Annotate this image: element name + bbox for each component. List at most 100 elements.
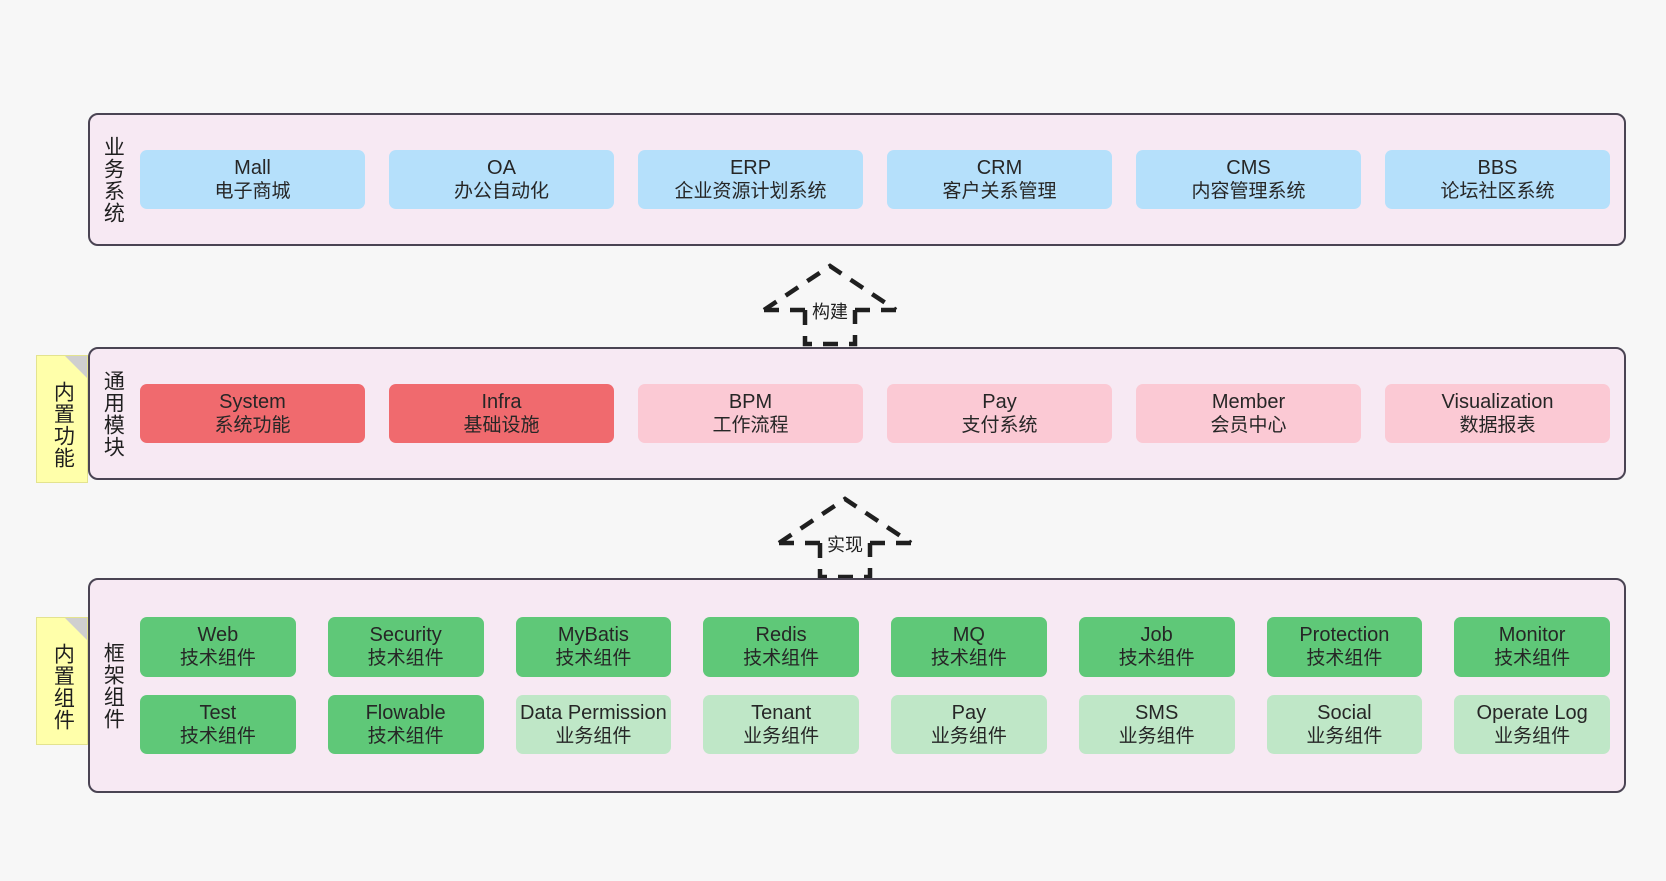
layer-title-business-systems: 业务系统 — [101, 135, 125, 224]
layer-common-modules: 通用模块 System 系统功能 Infra 基础设施 BPM 工作流程 Pay… — [88, 347, 1626, 480]
node-subtitle: 支付系统 — [961, 415, 1038, 437]
node-title: Data Permission — [520, 701, 667, 724]
node-subtitle: 技术组件 — [179, 648, 256, 670]
layer-title-common-modules: 通用模块 — [101, 369, 125, 458]
node-web[interactable]: Web 技术组件 — [140, 616, 296, 677]
node-pay-module[interactable]: Pay 支付系统 — [887, 383, 1112, 444]
node-row: Mall 电子商城 OA 办公自动化 ERP 企业资源计划系统 CRM 客户关系… — [140, 149, 1610, 210]
node-monitor[interactable]: Monitor 技术组件 — [1454, 616, 1610, 677]
node-cms[interactable]: CMS 内容管理系统 — [1136, 149, 1361, 210]
node-title: SMS — [1134, 701, 1179, 724]
node-subtitle: 业务组件 — [555, 725, 632, 747]
node-security[interactable]: Security 技术组件 — [327, 616, 484, 677]
node-subtitle: 业务组件 — [1306, 725, 1383, 747]
node-subtitle: 论坛社区系统 — [1440, 181, 1555, 203]
node-pay-component[interactable]: Pay 业务组件 — [891, 694, 1047, 755]
node-subtitle: 技术组件 — [555, 648, 632, 670]
layer-body-framework-components: Web 技术组件 Security 技术组件 MyBatis 技术组件 Redi… — [134, 580, 1624, 791]
sticky-fold-corner-icon — [65, 356, 87, 378]
node-member[interactable]: Member 会员中心 — [1136, 383, 1361, 444]
node-protection[interactable]: Protection 技术组件 — [1266, 616, 1423, 677]
node-title: MyBatis — [557, 623, 629, 646]
node-title: Flowable — [365, 701, 446, 724]
node-subtitle: 工作流程 — [712, 415, 789, 437]
node-title: ERP — [729, 156, 772, 179]
node-title: Redis — [755, 623, 807, 646]
node-subtitle: 系统功能 — [214, 415, 291, 437]
node-redis[interactable]: Redis 技术组件 — [703, 616, 859, 677]
node-data-permission[interactable]: Data Permission 业务组件 — [515, 694, 672, 755]
layer-body-common-modules: System 系统功能 Infra 基础设施 BPM 工作流程 Pay 支付系统… — [134, 349, 1624, 478]
node-title: Security — [369, 623, 442, 646]
sticky-note-label: 内置组件 — [51, 643, 75, 731]
node-subtitle: 业务组件 — [930, 725, 1007, 747]
node-subtitle: 技术组件 — [1118, 648, 1195, 670]
sticky-note-builtin-components: 内置组件 — [36, 617, 88, 745]
node-title: CMS — [1226, 156, 1271, 179]
node-flowable[interactable]: Flowable 技术组件 — [327, 694, 484, 755]
connector-build-label: 构建 — [812, 302, 848, 322]
node-title: Member — [1211, 390, 1286, 413]
node-title: Pay — [951, 701, 987, 724]
node-title: Protection — [1299, 623, 1390, 646]
node-subtitle: 业务组件 — [743, 725, 820, 747]
node-subtitle: 内容管理系统 — [1191, 181, 1306, 203]
node-subtitle: 技术组件 — [1494, 648, 1571, 670]
sticky-note-builtin-features: 内置功能 — [36, 355, 88, 483]
connector-implement-glyph — [777, 496, 913, 580]
node-title: Visualization — [1441, 390, 1554, 413]
node-title: BPM — [728, 390, 773, 413]
node-title: OA — [487, 156, 516, 179]
node-title: BBS — [1477, 156, 1518, 179]
node-mq[interactable]: MQ 技术组件 — [891, 616, 1047, 677]
node-subtitle: 企业资源计划系统 — [674, 181, 827, 203]
node-visualization[interactable]: Visualization 数据报表 — [1385, 383, 1610, 444]
layer-framework-components: 框架组件 Web 技术组件 Security 技术组件 MyBatis 技术组件… — [88, 578, 1626, 793]
node-title: Monitor — [1498, 623, 1566, 646]
node-bpm[interactable]: BPM 工作流程 — [638, 383, 863, 444]
node-title: Test — [199, 701, 237, 724]
node-title: MQ — [952, 623, 985, 646]
node-title: Job — [1140, 623, 1173, 646]
layer-business-systems: 业务系统 Mall 电子商城 OA 办公自动化 ERP 企业资源计划系统 CRM… — [88, 113, 1626, 246]
node-title: Mall — [234, 156, 271, 179]
node-title: CRM — [976, 156, 1023, 179]
node-subtitle: 电子商城 — [214, 181, 291, 203]
node-subtitle: 技术组件 — [179, 725, 256, 747]
node-title: Pay — [982, 390, 1017, 413]
node-subtitle: 办公自动化 — [453, 181, 549, 203]
node-crm[interactable]: CRM 客户关系管理 — [887, 149, 1112, 210]
node-system[interactable]: System 系统功能 — [140, 383, 365, 444]
node-subtitle: 客户关系管理 — [942, 181, 1057, 203]
node-row: System 系统功能 Infra 基础设施 BPM 工作流程 Pay 支付系统… — [140, 383, 1610, 444]
node-tenant[interactable]: Tenant 业务组件 — [703, 694, 859, 755]
node-title: Operate Log — [1476, 701, 1588, 724]
node-subtitle: 技术组件 — [743, 648, 820, 670]
node-title: Tenant — [751, 701, 812, 724]
node-sms[interactable]: SMS 业务组件 — [1078, 694, 1235, 755]
node-job[interactable]: Job 技术组件 — [1078, 616, 1235, 677]
node-mall[interactable]: Mall 电子商城 — [140, 149, 365, 210]
connector-implement: 实现 — [775, 495, 915, 580]
node-erp[interactable]: ERP 企业资源计划系统 — [638, 149, 863, 210]
node-oa[interactable]: OA 办公自动化 — [389, 149, 614, 210]
node-row: Test 技术组件 Flowable 技术组件 Data Permission … — [140, 694, 1610, 755]
node-operate-log[interactable]: Operate Log 业务组件 — [1454, 694, 1610, 755]
node-title: Web — [197, 623, 239, 646]
node-row: Web 技术组件 Security 技术组件 MyBatis 技术组件 Redi… — [140, 616, 1610, 677]
layer-title-framework-components: 框架组件 — [101, 641, 125, 730]
node-test[interactable]: Test 技术组件 — [140, 694, 296, 755]
node-subtitle: 技术组件 — [1306, 648, 1383, 670]
node-subtitle: 业务组件 — [1494, 725, 1571, 747]
node-infra[interactable]: Infra 基础设施 — [389, 383, 614, 444]
node-subtitle: 数据报表 — [1459, 415, 1536, 437]
node-social[interactable]: Social 业务组件 — [1266, 694, 1423, 755]
node-bbs[interactable]: BBS 论坛社区系统 — [1385, 149, 1610, 210]
connector-build-glyph — [762, 263, 898, 347]
node-mybatis[interactable]: MyBatis 技术组件 — [515, 616, 672, 677]
node-title: System — [219, 390, 286, 413]
node-subtitle: 基础设施 — [463, 415, 540, 437]
node-subtitle: 会员中心 — [1210, 415, 1287, 437]
layer-body-business-systems: Mall 电子商城 OA 办公自动化 ERP 企业资源计划系统 CRM 客户关系… — [134, 115, 1624, 244]
